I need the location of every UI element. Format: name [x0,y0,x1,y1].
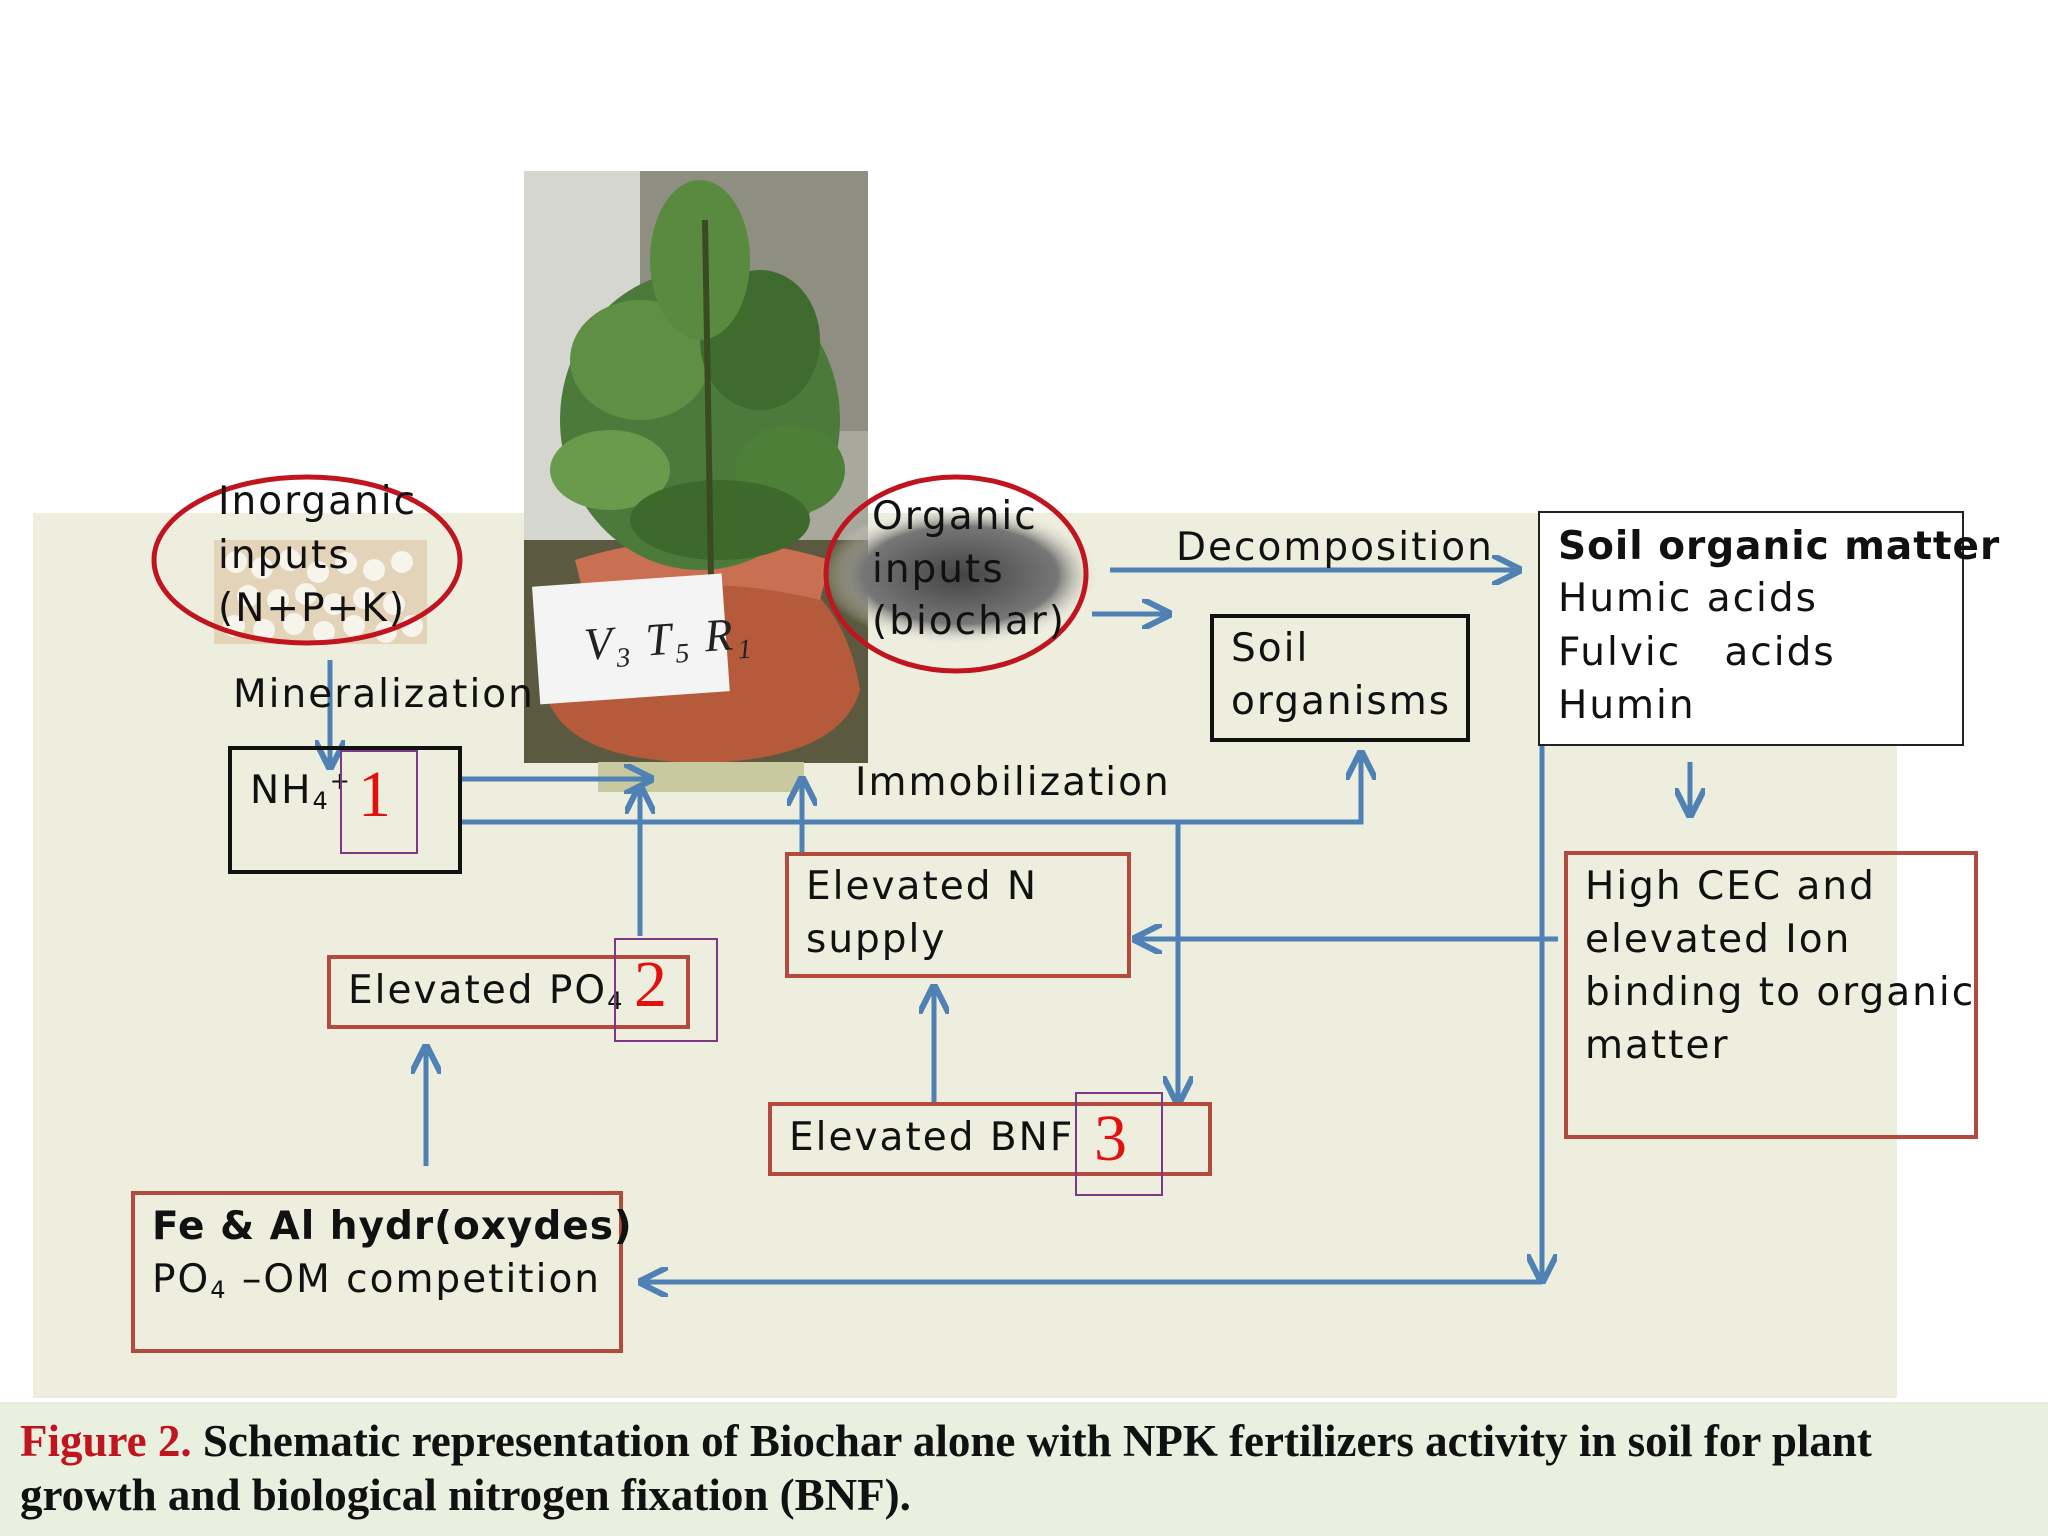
soil-organic-matter-title: Soil organic matter [1558,524,2001,569]
caption-bar [0,1402,2048,1536]
soil-organisms-box [1210,614,1470,742]
organic-highlight-ellipse [823,474,1089,674]
elevated-po4-box [327,955,690,1029]
som-item-fulvic: Fulvic acids [1558,630,1836,675]
inorganic-highlight-ellipse [151,474,463,646]
high-cec-line2: elevated Ion [1585,917,1852,962]
fertilizer-granules [214,540,427,644]
figure-caption-line2: growth and biological nitrogen fixation … [20,1470,911,1520]
inorganic-inputs-line3: (N+P+K) [218,586,407,631]
elevated-n-line2: supply [806,917,947,962]
high-cec-line1: High CEC and [1585,864,1876,909]
nh4-box [228,746,462,874]
plant-photo [524,171,868,763]
elevated-po4-label: Elevated PO4 [348,968,625,1015]
inorganic-inputs-line2: inputs [218,533,351,578]
marker-1-frame [340,750,418,854]
figure-caption-label: Figure 2. [20,1416,192,1466]
marker-2: 2 [634,948,667,1021]
marker-1: 1 [358,758,391,831]
high-cec-line4: matter [1585,1023,1730,1068]
organic-inputs-line3: (biochar) [872,599,1066,644]
som-item-humin: Humin [1558,683,1696,728]
mineralization-label: Mineralization [233,672,535,717]
decomposition-label: Decomposition [1176,525,1494,570]
soil-organisms-line1: Soil [1231,626,1310,671]
soil-organisms-line2: organisms [1231,679,1452,724]
som-item-humic: Humic acids [1558,576,1818,621]
arrow-immobilization [462,756,1361,825]
po4-om-competition: PO4 –OM competition [152,1257,602,1304]
fe-al-box [131,1191,623,1353]
inorganic-inputs-line1: Inorganic [218,479,418,524]
high-cec-line3: binding to organic [1585,970,1976,1015]
soil-organic-matter-box [1538,511,1964,746]
elevated-bnf-box [768,1102,1212,1176]
marker-2-frame [614,938,718,1042]
immobilization-label: Immobilization [855,760,1171,805]
figure-caption-line1: Figure 2. Schematic representation of Bi… [20,1416,1872,1466]
organic-inputs-line1: Organic [872,494,1038,539]
biochar-pile [820,505,1100,645]
organic-inputs-line2: inputs [872,547,1005,592]
nh4-label: NH4+ [250,767,352,815]
marker-3-frame [1075,1092,1163,1196]
marker-3: 3 [1094,1102,1127,1175]
fe-al-title: Fe & Al hydr(oxydes) [152,1204,633,1249]
elevated-bnf-label: Elevated BNF [789,1115,1075,1160]
elevated-n-supply-box [785,852,1131,978]
high-cec-box [1564,851,1978,1139]
elevated-n-line1: Elevated N [806,864,1039,909]
